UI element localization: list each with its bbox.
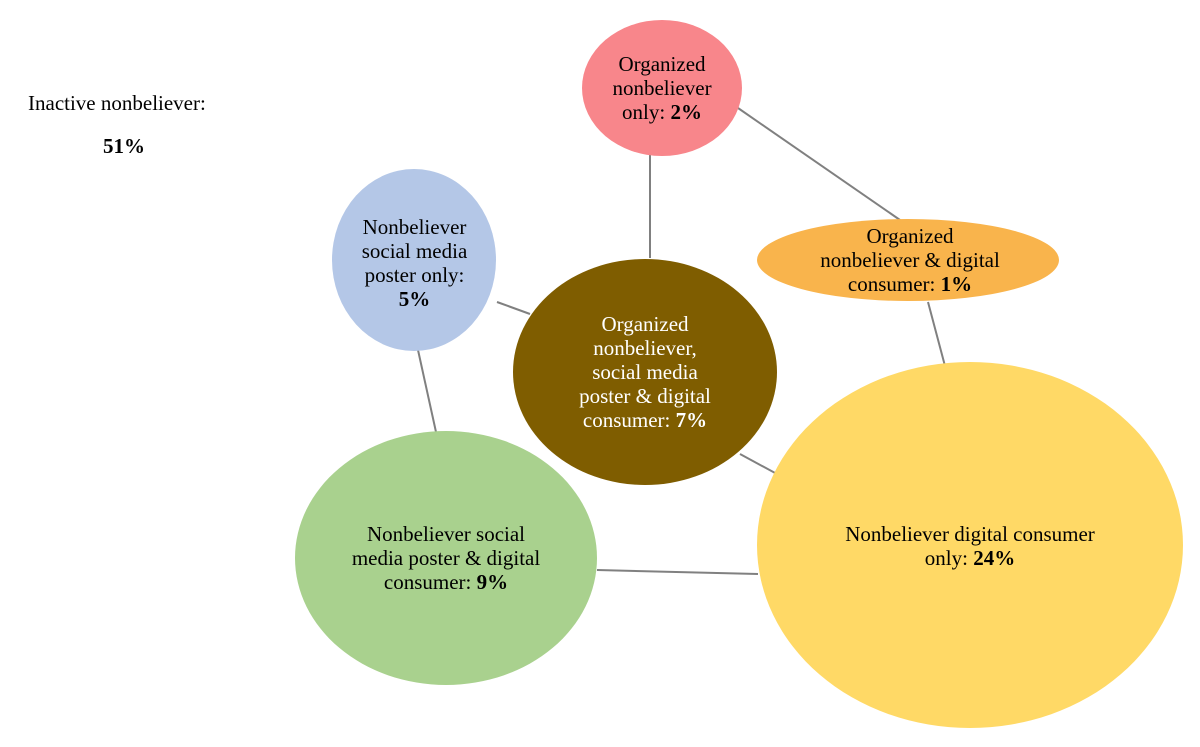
edge-social-digital-to-digital-only <box>596 569 759 575</box>
inactive-value: 51% <box>103 134 145 158</box>
node-social-only <box>332 169 496 351</box>
edge-organized-only-to-organized-digital <box>737 107 901 221</box>
inactive-label: Inactive nonbeliever: <box>28 91 206 115</box>
edge-organized-digital-to-digital-only <box>927 301 946 367</box>
node-digital-only <box>757 362 1183 728</box>
edge-social-only-to-all-three <box>496 301 531 315</box>
edge-social-only-to-social-digital <box>417 349 437 433</box>
node-organized-only <box>582 20 742 156</box>
node-social-digital <box>295 431 597 685</box>
node-organized-digital <box>757 219 1059 301</box>
node-all-three <box>513 259 777 485</box>
